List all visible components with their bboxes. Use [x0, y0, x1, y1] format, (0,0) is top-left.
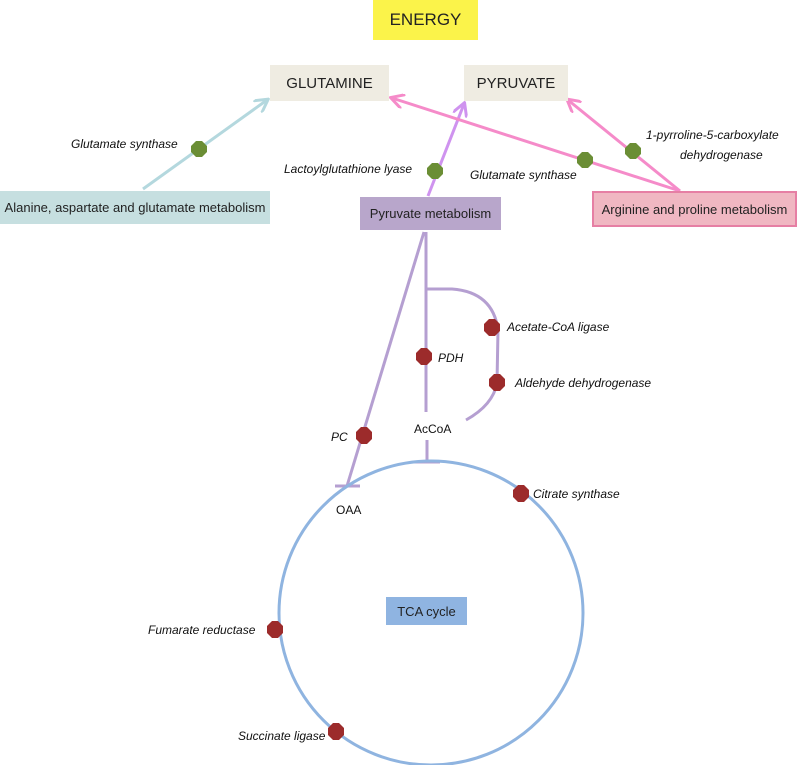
- glutamine-label: GLUTAMINE: [286, 74, 373, 92]
- lactoylglutathione-lyase-label: Lactoylglutathione lyase: [284, 162, 413, 176]
- pyruvate-metabolism-label: Pyruvate metabolism: [369, 206, 492, 221]
- oaa-label: OAA: [336, 503, 362, 517]
- arginine-pathway-label: Arginine and proline metabolism: [601, 201, 788, 217]
- p5c-dehydrogenase-label-line2: dehydrogenase: [680, 148, 763, 162]
- energy-title-box: ENERGY: [373, 0, 478, 40]
- glutamate-synthase-label-1: Glutamate synthase: [71, 137, 178, 151]
- enzyme-marker-fumarate-reductase: [267, 621, 283, 638]
- enzyme-marker-lactoylglutathione-lyase: [427, 163, 443, 179]
- enzyme-marker-glutamate-synthase-1: [191, 141, 207, 157]
- pyruvate-box: PYRUVATE: [464, 65, 568, 101]
- acetate-coa-ligase-label: Acetate-CoA ligase: [507, 320, 610, 334]
- pc-label: PC: [331, 430, 348, 444]
- glutamate-synthase-label-2: Glutamate synthase: [470, 168, 577, 182]
- pyruvate-metabolism-box: Pyruvate metabolism: [360, 197, 501, 230]
- pyruvate-to-oaa-line: [345, 231, 426, 487]
- enzyme-marker-acetate-coa-ligase: [484, 319, 500, 336]
- enzyme-marker-glutamate-synthase-2: [577, 152, 593, 168]
- enzyme-marker-citrate-synthase: [513, 485, 529, 502]
- aldehyde-dehydrogenase-label: Aldehyde dehydrogenase: [515, 376, 652, 390]
- enzyme-marker-p5c-dehydrogenase: [625, 143, 641, 159]
- tca-cycle-label: TCA cycle: [397, 603, 456, 619]
- arginine-to-glutamine-arrow: [392, 98, 681, 193]
- pyruvate-label: PYRUVATE: [476, 74, 556, 92]
- citrate-synthase-label: Citrate synthase: [533, 487, 620, 501]
- enzyme-marker-pc: [356, 427, 372, 444]
- pdh-label: PDH: [438, 351, 464, 365]
- arginine-pathway-box: Arginine and proline metabolism: [592, 191, 797, 227]
- tca-cycle-circle: [277, 459, 585, 765]
- enzyme-marker-succinate-ligase: [328, 723, 344, 740]
- alanine-pathway-label: Alanine, aspartate and glutamate metabol…: [4, 200, 266, 215]
- succinate-ligase-label: Succinate ligase: [238, 729, 326, 743]
- enzyme-marker-aldehyde-dehydrogenase: [489, 374, 505, 391]
- accoa-label: AcCoA: [414, 422, 452, 436]
- arginine-to-pyruvate-arrow: [568, 100, 681, 193]
- fumarate-reductase-label: Fumarate reductase: [148, 623, 256, 637]
- p5c-dehydrogenase-label-line1: 1-pyrroline-5-carboxylate: [646, 128, 779, 142]
- tca-cycle-box: TCA cycle: [386, 597, 467, 625]
- alanine-pathway-box: Alanine, aspartate and glutamate metabol…: [0, 191, 270, 224]
- pyruvate-metabolism-to-pyruvate-arrow: [426, 104, 464, 197]
- enzyme-marker-pdh: [416, 348, 432, 365]
- glutamine-box: GLUTAMINE: [270, 65, 389, 101]
- energy-title: ENERGY: [389, 10, 462, 29]
